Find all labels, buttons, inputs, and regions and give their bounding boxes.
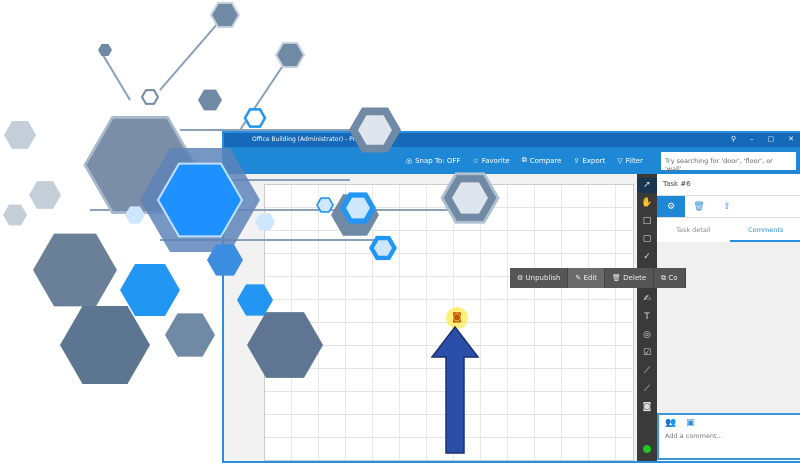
compare-icon: ⧉ bbox=[522, 156, 527, 165]
delete-label: Delete bbox=[623, 274, 646, 282]
filter-icon: ▽ bbox=[617, 157, 622, 165]
pen-tool-icon[interactable]: ✓ bbox=[643, 250, 651, 265]
tab-comments[interactable]: Comments bbox=[730, 218, 800, 242]
markup-toolbar: ➚ ✋ □ ▢ ✓ ✍ T ◎ ☑ ⟋ ⟋ ◙ bbox=[637, 174, 657, 461]
tab-task-detail[interactable]: Task detail bbox=[657, 218, 730, 242]
unpublish-button[interactable]: ⚙ Unpublish bbox=[510, 268, 568, 288]
status-indicator bbox=[643, 445, 651, 453]
search-help-icon[interactable]: ⚲ bbox=[731, 135, 736, 143]
edit-label: Edit bbox=[583, 274, 597, 282]
window-controls: ⚲ – ▢ ✕ bbox=[731, 135, 794, 143]
unpublish-icon: ⚙ bbox=[517, 274, 523, 282]
comment-box[interactable]: 👥 ▣ Add a comment... bbox=[657, 413, 800, 460]
filter-button[interactable]: ▽ Filter bbox=[617, 157, 643, 165]
maximize-button[interactable]: ▢ bbox=[768, 135, 775, 143]
share-icon[interactable]: ⇪ bbox=[713, 196, 741, 217]
mention-users-icon[interactable]: 👥 bbox=[665, 418, 676, 428]
minimize-button[interactable]: – bbox=[750, 135, 754, 143]
select-tool-icon[interactable]: ➚ bbox=[637, 178, 657, 193]
rectangle-tool-icon[interactable]: □ bbox=[643, 214, 652, 229]
snap-icon: ◎ bbox=[406, 157, 412, 165]
star-icon: ☆ bbox=[472, 157, 478, 165]
edit-icon: ✎ bbox=[575, 274, 581, 282]
favorite-label: Favorite bbox=[482, 157, 510, 165]
edit-button[interactable]: ✎ Edit bbox=[568, 268, 605, 288]
close-button[interactable]: ✕ bbox=[788, 135, 794, 143]
text-tool-icon[interactable]: T bbox=[644, 310, 650, 325]
search-input[interactable]: Try searching for 'door', 'floor', or 'w… bbox=[661, 152, 796, 170]
measure-tool-icon[interactable]: ⟋ bbox=[644, 364, 650, 379]
pointer-arrow bbox=[430, 325, 480, 455]
highlighter-tool-icon[interactable]: ✍ bbox=[643, 292, 651, 307]
camera-icon: ◙ bbox=[452, 312, 462, 323]
panel-tabs: Task detail Comments bbox=[657, 218, 800, 242]
camera-tool-icon[interactable]: ◙ bbox=[643, 400, 652, 415]
app-window: Office Building (Administrator) - Planli… bbox=[222, 131, 800, 463]
shapes-tool-icon[interactable]: ◎ bbox=[643, 328, 651, 343]
export-icon: ⇪ bbox=[573, 157, 579, 165]
attach-photo-icon[interactable]: ▣ bbox=[686, 418, 695, 428]
task-panel: Task #6 ⚙ 🗑 ⇪ Task detail Comments 👥 ▣ Ad… bbox=[657, 174, 800, 461]
task-icon[interactable]: ⚙ bbox=[657, 196, 685, 217]
delete-button[interactable]: 🗑 Delete bbox=[605, 268, 654, 288]
delete-icon[interactable]: 🗑 bbox=[685, 196, 713, 217]
square-tool-icon[interactable]: ▢ bbox=[643, 232, 652, 247]
compare-label: Compare bbox=[530, 157, 562, 165]
export-button[interactable]: ⇪Export bbox=[573, 157, 605, 165]
snap-button[interactable]: ◎Snap To: OFF bbox=[406, 157, 460, 165]
task-title: Task #6 bbox=[657, 174, 800, 196]
snap-label: Snap To: OFF bbox=[415, 157, 460, 165]
favorite-button[interactable]: ☆ Favorite bbox=[472, 157, 509, 165]
comment-input[interactable]: Add a comment... bbox=[665, 432, 794, 440]
checklist-tool-icon[interactable]: ☑ bbox=[643, 346, 651, 361]
window-title: Office Building (Administrator) - Planli… bbox=[224, 133, 800, 147]
copy-label: Co bbox=[668, 274, 677, 282]
filter-label: Filter bbox=[626, 157, 643, 165]
delete-icon: 🗑 bbox=[612, 274, 621, 282]
copy-icon: ⧉ bbox=[661, 274, 666, 282]
context-menu: ⚙ Unpublish ✎ Edit 🗑 Delete ⧉ Co bbox=[510, 268, 686, 288]
toolbar: ◎Snap To: OFF ☆ Favorite ⧉Compare ⇪Export… bbox=[224, 147, 800, 174]
panel-icon-tabs: ⚙ 🗑 ⇪ bbox=[657, 196, 800, 218]
pan-tool-icon[interactable]: ✋ bbox=[641, 196, 652, 211]
export-label: Export bbox=[582, 157, 605, 165]
copy-button[interactable]: ⧉ Co bbox=[654, 268, 685, 288]
ruler-tool-icon[interactable]: ⟋ bbox=[644, 382, 650, 397]
unpublish-label: Unpublish bbox=[526, 274, 561, 282]
compare-button[interactable]: ⧉Compare bbox=[522, 156, 562, 165]
